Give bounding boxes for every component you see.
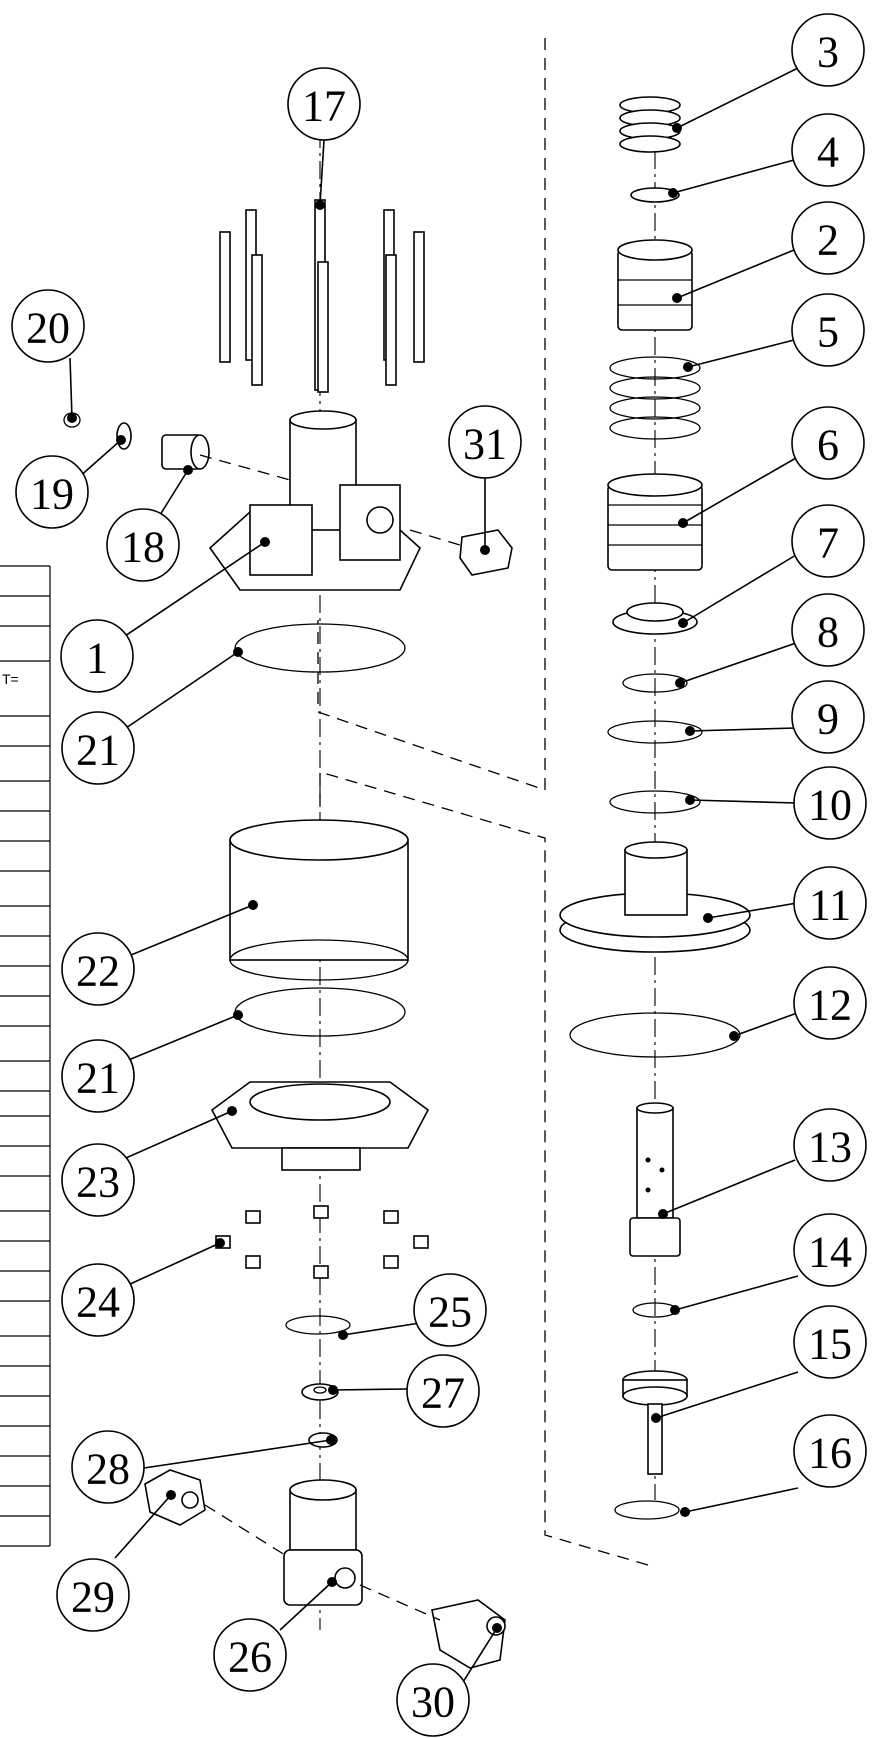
parts-table: T= xyxy=(0,565,51,1547)
svg-text:21: 21 xyxy=(76,726,120,775)
svg-text:4: 4 xyxy=(817,128,839,177)
part-18-bushing xyxy=(161,434,210,470)
part-22-cylinder xyxy=(229,819,409,981)
svg-text:30: 30 xyxy=(411,1678,455,1727)
part-6-piston xyxy=(607,473,703,571)
svg-text:7: 7 xyxy=(817,519,839,568)
plug-line xyxy=(409,529,461,546)
part-10-snap-ring xyxy=(609,790,701,814)
callout-13: 13 xyxy=(793,1108,867,1182)
part-13-tube xyxy=(629,1102,681,1257)
callout-26: 26 xyxy=(213,1618,287,1692)
part-5-rings xyxy=(609,356,701,440)
bushing-line xyxy=(199,454,291,481)
svg-text:14: 14 xyxy=(808,1228,852,1277)
svg-text:11: 11 xyxy=(809,881,851,930)
callout-5: 5 xyxy=(791,293,865,367)
part-4-washer xyxy=(630,187,680,203)
callout-19: 19 xyxy=(15,455,89,529)
svg-text:20: 20 xyxy=(26,304,70,353)
table-partial-text: T= xyxy=(2,671,19,687)
part-17-bolts xyxy=(219,199,425,393)
svg-text:6: 6 xyxy=(817,421,839,470)
svg-text:19: 19 xyxy=(30,470,74,519)
part-1-housing xyxy=(208,410,421,591)
part-24-nuts xyxy=(215,1205,429,1279)
svg-text:13: 13 xyxy=(808,1123,852,1172)
callout-25: 25 xyxy=(413,1273,487,1347)
leaders xyxy=(67,66,801,1691)
fitting-29-line xyxy=(204,1504,286,1556)
callout-29: 29 xyxy=(56,1558,130,1632)
callout-18: 18 xyxy=(106,508,180,582)
part-25-oring xyxy=(285,1315,351,1335)
part-12-large-oring xyxy=(569,1012,741,1058)
part-8-oring xyxy=(622,673,688,693)
svg-text:21: 21 xyxy=(76,1054,120,1103)
callout-21-lower: 21 xyxy=(61,1039,135,1113)
callout-1: 1 xyxy=(60,619,134,693)
svg-text:8: 8 xyxy=(817,608,839,657)
fitting-30-line xyxy=(359,1584,441,1621)
callout-7: 7 xyxy=(791,504,865,578)
svg-text:27: 27 xyxy=(421,1369,465,1418)
part-2-sleeve xyxy=(617,239,693,331)
svg-text:25: 25 xyxy=(428,1288,472,1337)
svg-text:10: 10 xyxy=(808,781,852,830)
callout-16: 16 xyxy=(793,1414,867,1488)
svg-text:26: 26 xyxy=(228,1633,272,1682)
svg-text:24: 24 xyxy=(76,1278,120,1327)
svg-text:12: 12 xyxy=(808,981,852,1030)
callout-23: 23 xyxy=(61,1143,135,1217)
callout-15: 15 xyxy=(793,1305,867,1379)
upper-right-frame xyxy=(317,38,546,791)
part-9-oring xyxy=(607,720,703,744)
callout-11: 11 xyxy=(793,866,867,940)
callout-3: 3 xyxy=(791,13,865,87)
svg-text:29: 29 xyxy=(71,1573,115,1622)
part-23-lower-housing xyxy=(210,1081,430,1171)
svg-text:17: 17 xyxy=(302,82,346,131)
callout-9: 9 xyxy=(791,680,865,754)
callout-24: 24 xyxy=(61,1263,135,1337)
callout-4: 4 xyxy=(791,113,865,187)
callout-30: 30 xyxy=(396,1663,470,1737)
svg-text:22: 22 xyxy=(76,947,120,996)
svg-text:3: 3 xyxy=(817,28,839,77)
svg-text:1: 1 xyxy=(86,634,108,683)
svg-text:23: 23 xyxy=(76,1158,120,1207)
svg-text:28: 28 xyxy=(86,1445,130,1494)
svg-text:2: 2 xyxy=(817,216,839,265)
callout-6: 6 xyxy=(791,406,865,480)
part-26-body xyxy=(283,1479,363,1606)
callout-10: 10 xyxy=(793,766,867,840)
svg-text:18: 18 xyxy=(121,523,165,572)
part-16-snap-ring xyxy=(614,1500,680,1520)
callout-22: 22 xyxy=(61,932,135,1006)
callout-31: 31 xyxy=(448,405,522,479)
svg-text:15: 15 xyxy=(808,1320,852,1369)
part-7-cap xyxy=(612,602,698,635)
callout-2: 2 xyxy=(791,201,865,275)
callout-12: 12 xyxy=(793,966,867,1040)
callout-14: 14 xyxy=(793,1213,867,1287)
callout-17: 17 xyxy=(287,67,361,141)
svg-text:9: 9 xyxy=(817,695,839,744)
part-11-base xyxy=(559,841,751,953)
part-15-valve-stem xyxy=(622,1370,688,1475)
part-3-spring xyxy=(619,96,681,153)
callout-21-upper: 21 xyxy=(61,711,135,785)
svg-text:16: 16 xyxy=(808,1429,852,1478)
svg-text:31: 31 xyxy=(463,420,507,469)
callout-8: 8 xyxy=(791,593,865,667)
svg-text:5: 5 xyxy=(817,308,839,357)
callout-27: 27 xyxy=(406,1354,480,1428)
callout-28: 28 xyxy=(71,1430,145,1504)
callout-20: 20 xyxy=(11,289,85,363)
